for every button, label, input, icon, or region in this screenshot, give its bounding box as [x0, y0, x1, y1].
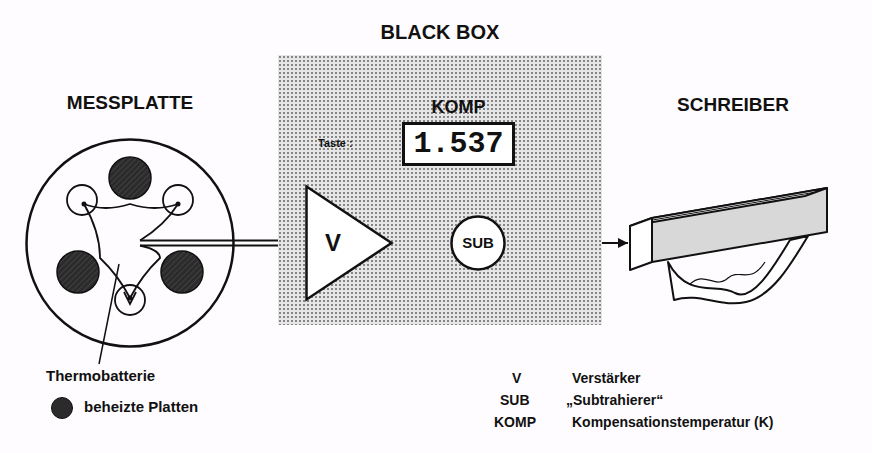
node-outline [305, 185, 393, 301]
abbreviation-meaning: „Subtrahierer“ [566, 392, 663, 408]
abbreviation: SUB [500, 392, 530, 408]
measuring-plate: MESSPLATTE [25, 138, 235, 348]
circle-outline [452, 217, 505, 270]
recorder-illustration [630, 188, 827, 303]
thermopile [67, 185, 235, 315]
abbreviation-meaning: Kompensationstemperatur (K) [572, 414, 773, 430]
abbreviation: V [512, 370, 521, 386]
display-heading: KOMP [432, 97, 486, 118]
heated-plate [57, 157, 203, 293]
legend-text: beheizte Platten [84, 398, 198, 415]
legend-swatch [51, 397, 73, 419]
leader-line [99, 264, 119, 364]
subtractor-label: SUB [462, 234, 494, 251]
triangle-outline [307, 187, 392, 300]
subtractor-circle: SUB [450, 215, 506, 271]
plate-heading: MESSPLATTE [67, 92, 193, 114]
box-title: BLACK BOX [381, 21, 500, 44]
circle-outline [27, 140, 234, 347]
chart-recorder: SCHREIBER [628, 188, 838, 298]
black-box: BLACK BOXKOMP1.537VSUB [278, 55, 602, 325]
abbreviation: KOMP [494, 414, 536, 430]
part-label: Thermobatterie [46, 367, 155, 384]
amplifier-triangle: V [305, 185, 393, 301]
abbreviation-meaning: Verstärker [572, 370, 641, 386]
button-label: Taste : [318, 137, 353, 150]
amplifier-label: V [325, 229, 341, 257]
compensation-display: KOMP1.537 [402, 122, 515, 166]
recorder-heading: SCHREIBER [677, 94, 789, 116]
node-outline [25, 138, 235, 348]
display-value: 1.537 [413, 127, 503, 162]
